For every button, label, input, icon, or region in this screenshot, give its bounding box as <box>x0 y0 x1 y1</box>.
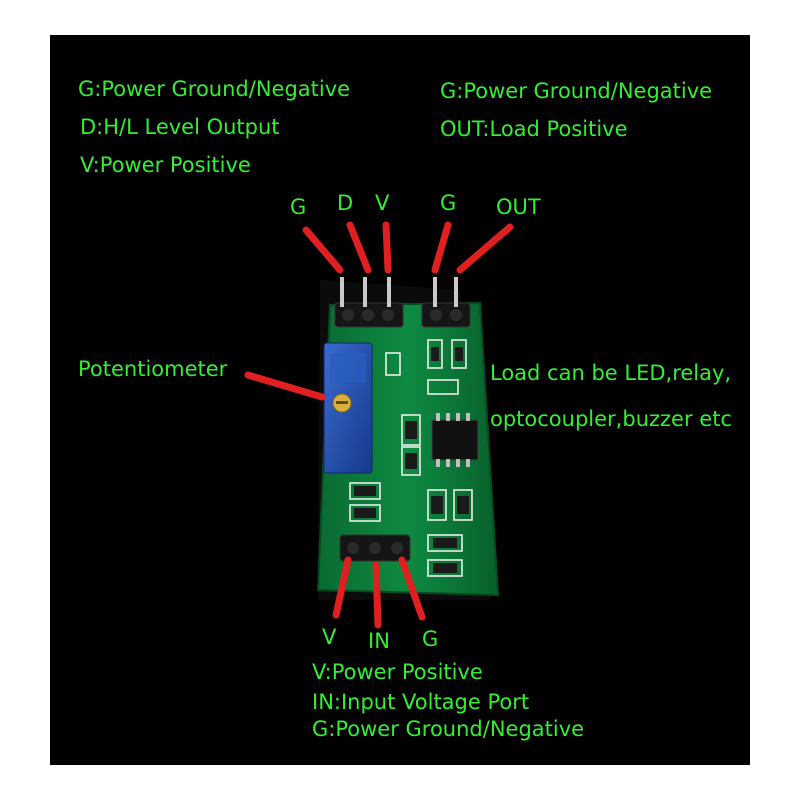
potentiometer-label: Potentiometer <box>78 357 228 381</box>
load-note-line-1: Load can be LED,relay, <box>490 361 732 385</box>
pointer-top-g2 <box>431 221 452 274</box>
pointer-bottom-g <box>398 556 426 621</box>
pin-label-bottom-v: V <box>322 625 337 649</box>
ic-chip <box>431 413 479 467</box>
pin-label-bottom-g: G <box>422 627 439 651</box>
legend-bottom-in: IN:Input Voltage Port <box>312 690 530 714</box>
load-note-line-2: optocoupler,buzzer etc <box>490 407 732 431</box>
pin-label-top-out: OUT <box>496 195 541 219</box>
silkscreen-footprints <box>349 339 473 577</box>
pin-label-top-g: G <box>290 195 307 219</box>
legend-top-right-g: G:Power Ground/Negative <box>440 79 713 103</box>
pointer-potentiometer <box>244 371 326 401</box>
pin-label-top-g2: G <box>440 191 457 215</box>
bottom-header <box>339 534 411 562</box>
pointer-top-g <box>302 226 344 274</box>
legend-top-right-out: OUT:Load Positive <box>440 117 628 141</box>
pin-label-bottom-in: IN <box>368 629 390 653</box>
legend-top-left-v: V:Power Positive <box>80 153 251 177</box>
top-header-left <box>334 277 404 328</box>
legend-bottom-v: V:Power Positive <box>312 660 483 684</box>
board-illustration <box>244 221 514 629</box>
smd-parts <box>354 347 469 573</box>
legend-top-left-g: G:Power Ground/Negative <box>78 77 351 101</box>
pointer-bottom-v <box>332 556 352 619</box>
legend-top-left-d: D:H/L Level Output <box>80 115 280 139</box>
pointer-top-v <box>382 221 392 274</box>
diagram-canvas: G:Power Ground/Negative D:H/L Level Outp… <box>50 35 750 765</box>
pin-label-top-d: D <box>337 191 354 215</box>
pointer-bottom-in <box>372 561 382 629</box>
pointer-lines <box>244 221 514 629</box>
pointer-top-out <box>456 223 514 274</box>
potentiometer-component <box>323 342 373 474</box>
top-header-right <box>421 277 471 328</box>
pin-label-top-v: V <box>375 191 390 215</box>
legend-bottom-g: G:Power Ground/Negative <box>312 717 585 741</box>
pointer-top-d <box>346 221 372 274</box>
